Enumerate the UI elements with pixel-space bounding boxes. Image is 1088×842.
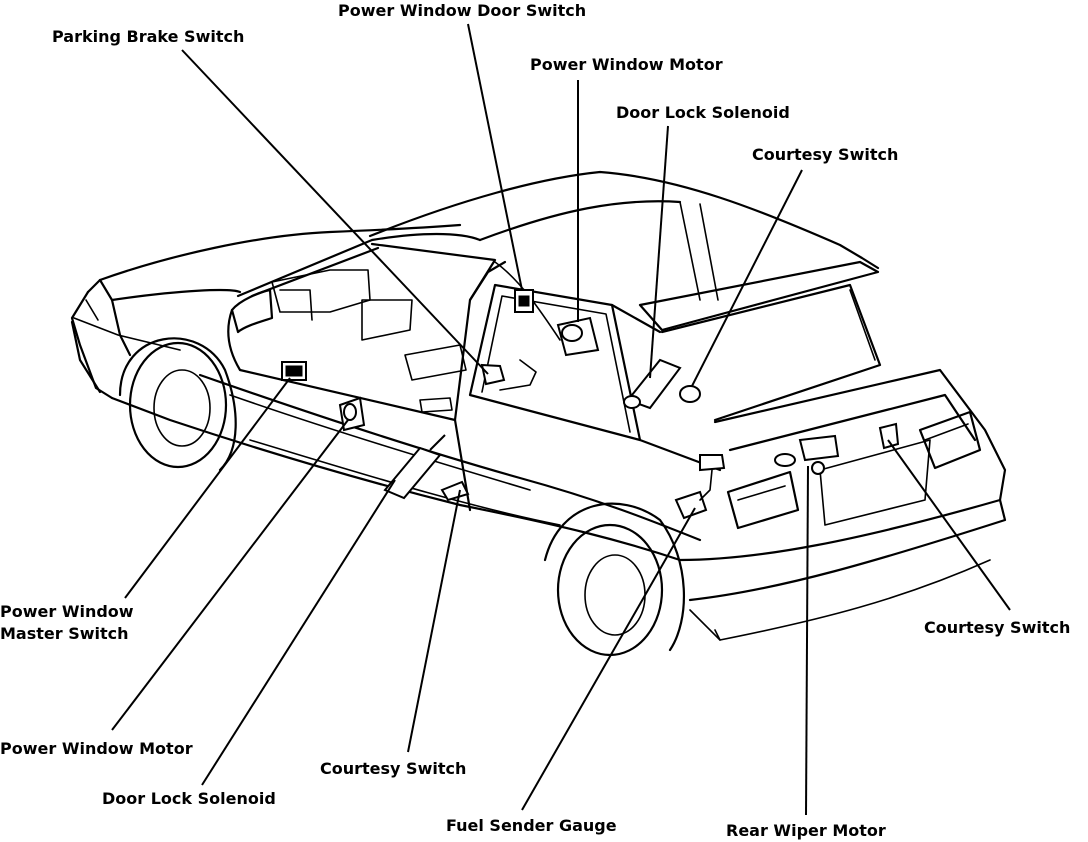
leader-lines — [111, 23, 1011, 816]
label-door-lock-solenoid-top: Door Lock Solenoid — [616, 103, 790, 122]
rear-wiper-motor-part — [798, 434, 840, 462]
label-power-window-door-switch: Power Window Door Switch — [338, 1, 586, 20]
label-courtesy-switch-bottom: Courtesy Switch — [320, 759, 466, 778]
door-lock-solenoid-front-part — [383, 446, 442, 500]
courtesy-switch-rear-part — [878, 422, 900, 450]
courtesy-switch-front-part — [440, 480, 470, 502]
fuel-sender-gauge-part — [699, 454, 726, 472]
label-parking-brake-switch: Parking Brake Switch — [52, 27, 244, 46]
car-body — [70, 170, 1007, 657]
label-power-window-motor-bottom: Power Window Motor — [0, 739, 193, 758]
labels: Power Window Door Switch Parking Brake S… — [0, 1, 1070, 840]
label-power-window-master-switch-2: Master Switch — [0, 624, 129, 643]
components — [281, 289, 900, 520]
label-door-lock-solenoid-bottom: Door Lock Solenoid — [102, 789, 276, 808]
label-courtesy-switch-top: Courtesy Switch — [752, 145, 898, 164]
label-fuel-sender-gauge: Fuel Sender Gauge — [446, 816, 617, 835]
parking-brake-switch-part — [480, 363, 506, 386]
label-courtesy-switch-right: Courtesy Switch — [924, 618, 1070, 637]
courtesy-switch-part — [679, 385, 701, 403]
label-power-window-motor-top: Power Window Motor — [530, 55, 723, 74]
label-power-window-master-switch-1: Power Window — [0, 602, 134, 621]
label-rear-wiper-motor: Rear Wiper Motor — [726, 821, 886, 840]
